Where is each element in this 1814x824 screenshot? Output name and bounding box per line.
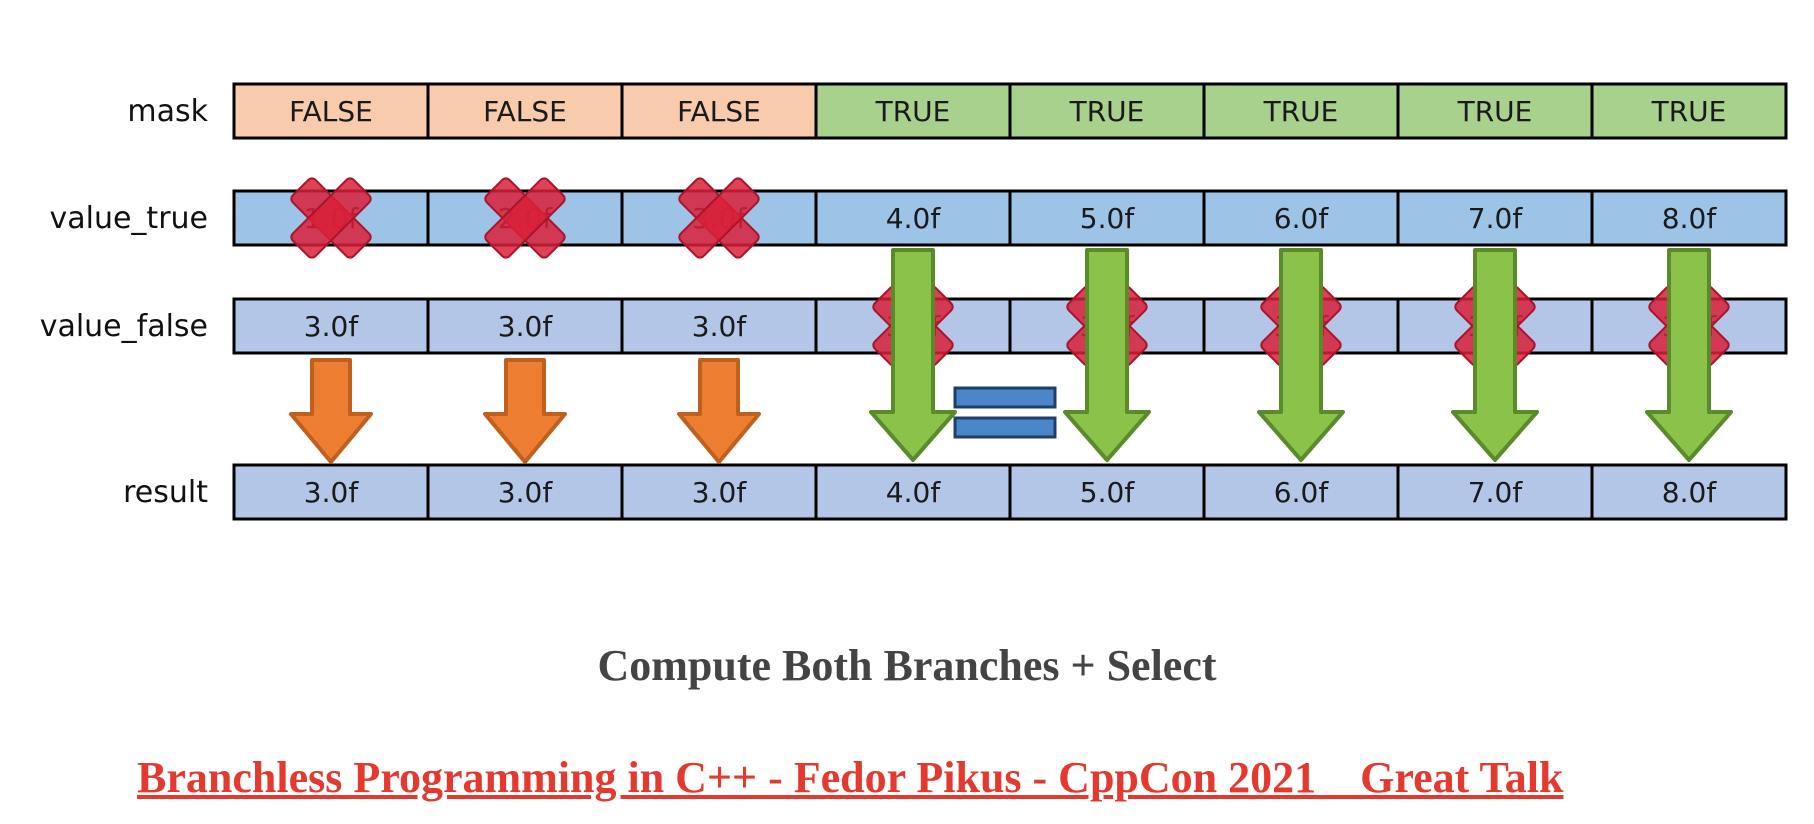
x-mark-stroke [484,177,566,259]
cell-box [620,82,818,140]
cell-box [1008,82,1206,140]
cell-box [1202,82,1400,140]
cell-box [620,297,818,355]
cell-box [426,297,624,355]
arrow-down-icon [869,248,957,462]
cell-value: 7.0f [1468,476,1524,509]
cell-box [1008,463,1206,521]
equals-bar [953,386,1057,409]
cell-value: 7.0f [1468,202,1524,235]
cell-value: 3.0f [498,310,554,343]
cell-box [1590,189,1788,247]
equals-icon [953,386,1057,439]
cell-value: 8.0f [1662,202,1718,235]
cell-box [1008,189,1206,247]
cell-box [1590,463,1788,521]
cell-value: FALSE [289,95,373,128]
arrow-down-icon [1451,248,1539,462]
cell-value: 3.0f [692,476,748,509]
cell-value: 4.0f [886,202,942,235]
cell-value: TRUE [1651,95,1727,128]
cell-value: TRUE [1069,95,1145,128]
cell-value: 3.0f [304,476,360,509]
cell-box [1396,189,1594,247]
arrow-down-icon [1257,248,1345,462]
equals-bar [953,416,1057,439]
cell-value: 3.0f [304,310,360,343]
x-mark-stroke [678,177,760,259]
diagram-caption: Compute Both Branches + Select [597,641,1217,690]
row-label-mask: mask [127,94,208,129]
cell-value: 6.0f [1274,202,1330,235]
arrow-down-icon [483,358,567,464]
row-label-result: result [123,475,208,510]
cell-box [814,463,1012,521]
x-mark-icon [678,177,760,259]
arrow-down-icon [677,358,761,464]
arrow-down-icon [1645,248,1733,462]
cell-box [1590,82,1788,140]
cell-value: FALSE [677,95,761,128]
x-mark-icon [290,177,372,259]
row-result: result 3.0f 3.0f 3.0f 4.0f 5.0f 6.0f 7.0f 8.0f [123,463,1788,521]
cell-value: TRUE [1457,95,1533,128]
row-mask: mask FALSE FALSE FALSE TRUE TRUE TRUE TRUE TRUE [127,82,1788,140]
cell-value: TRUE [1263,95,1339,128]
cell-value: 3.0f [692,310,748,343]
arrow-down-icon [1063,248,1151,462]
select-diagram: mask FALSE FALSE FALSE TRUE TRUE TRUE TRUE TRUE v… [40,82,1788,521]
cell-box [232,82,430,140]
cell-box [426,82,624,140]
cell-value: 5.0f [1080,202,1136,235]
cell-value: 4.0f [886,476,942,509]
cell-value: 6.0f [1274,476,1330,509]
row-label-value-true: value_true [49,201,208,236]
talk-link[interactable]: Branchless Programming in C++ - Fedor Pi… [137,753,1564,802]
arrow-down-icon [289,358,373,464]
cell-value: FALSE [483,95,567,128]
cell-value: TRUE [875,95,951,128]
x-mark-stroke [290,177,372,259]
cell-value: 3.0f [498,476,554,509]
cell-box [426,463,624,521]
x-mark-icon [484,177,566,259]
cell-value: 8.0f [1662,476,1718,509]
cell-box [1396,82,1594,140]
cell-value: 5.0f [1080,476,1136,509]
cell-box [620,463,818,521]
row-label-value-false: value_false [40,309,208,344]
